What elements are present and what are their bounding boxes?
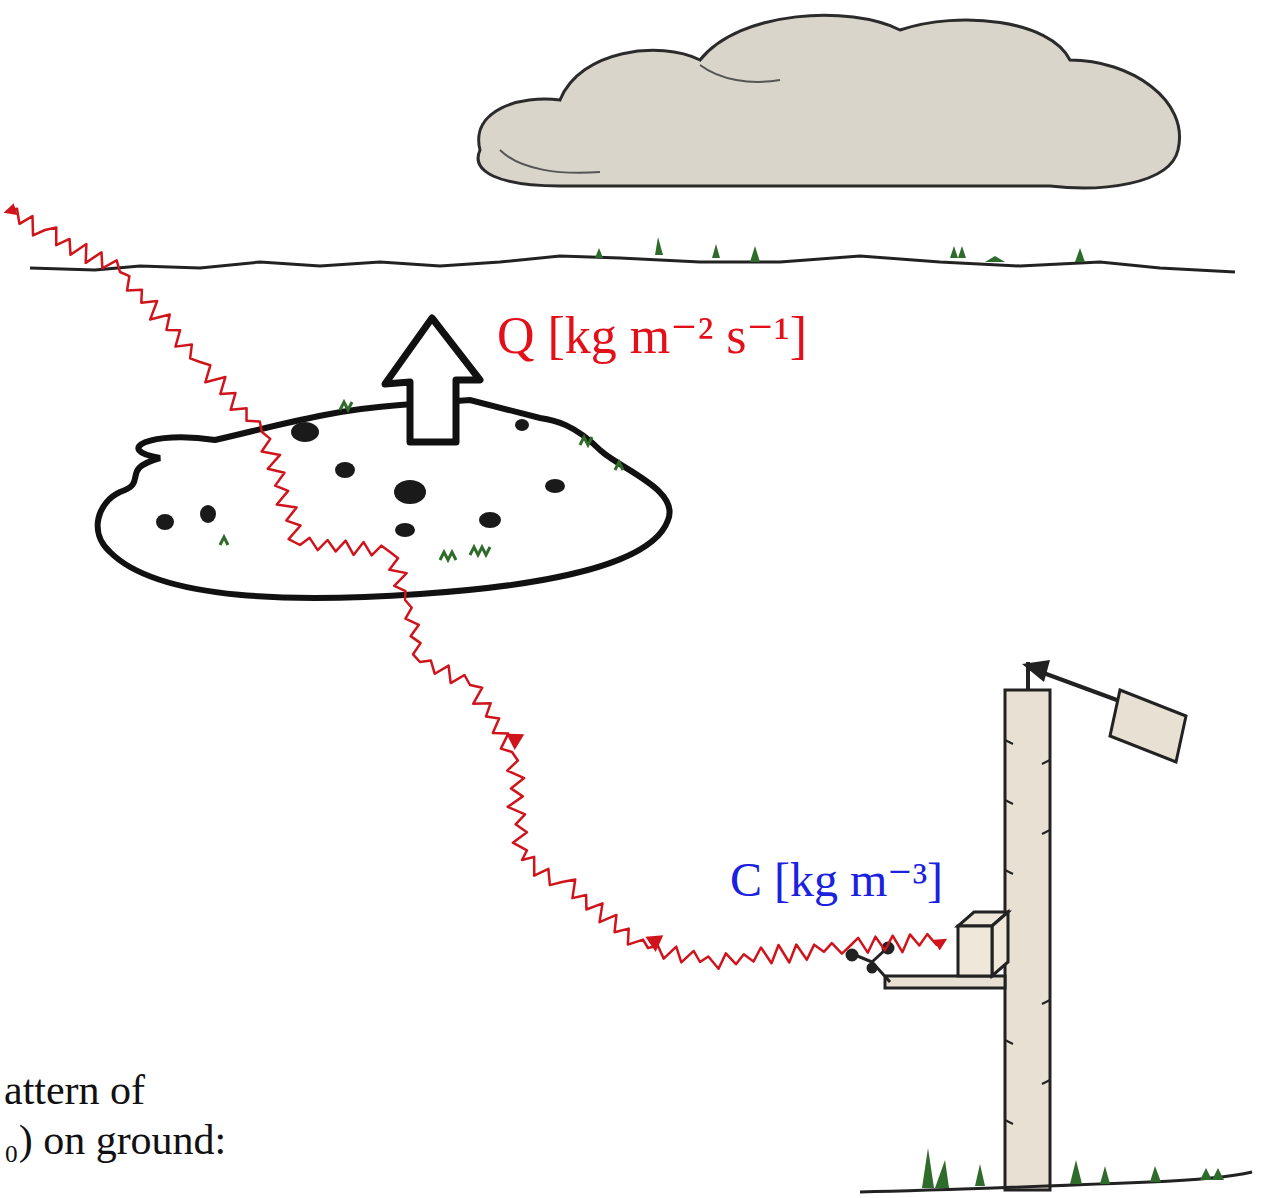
horizon-shrubs xyxy=(595,237,1085,262)
concentration-label: C [kg m⁻³] xyxy=(730,852,943,907)
trajectory xyxy=(6,209,945,969)
source-area xyxy=(98,400,670,598)
ground-plants xyxy=(922,1148,1224,1188)
vane-fin xyxy=(1110,690,1186,762)
tower-ticks xyxy=(1005,740,1050,1124)
trajectory-arrowhead xyxy=(506,734,525,751)
flux-label: Q [kg m⁻² s⁻¹] xyxy=(497,306,807,366)
trajectory-arrowhead xyxy=(645,935,664,953)
sampler-box xyxy=(958,912,1008,976)
cut-caption-text: ₀) on ground: xyxy=(4,1116,226,1164)
cloud-detail xyxy=(500,65,780,173)
cloud xyxy=(478,15,1179,188)
flux-arrow xyxy=(385,318,480,442)
horizon-line xyxy=(30,256,1235,272)
sensor-arm xyxy=(885,976,1005,988)
tower xyxy=(1005,690,1050,1190)
patch-spots xyxy=(156,419,565,537)
cut-caption-text: attern of xyxy=(4,1066,145,1114)
ground-line xyxy=(860,1172,1252,1192)
vane-head xyxy=(1022,660,1050,682)
